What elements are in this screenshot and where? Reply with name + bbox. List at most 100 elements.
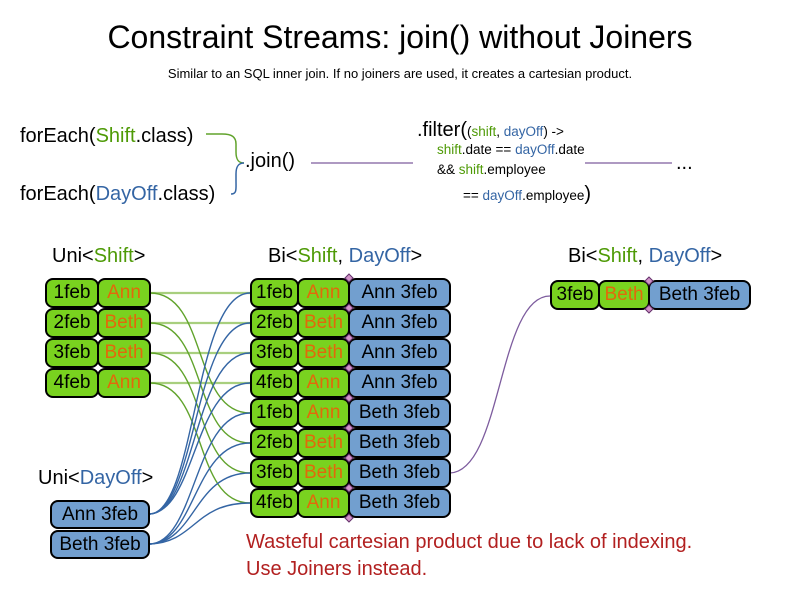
- shift3-to-pair7-curve: [149, 352, 251, 474]
- dayoff-box: Ann 3feb: [50, 500, 150, 529]
- pair-shift-employee: Ann: [297, 368, 350, 398]
- code-filter-line3: && shift.employee: [437, 162, 546, 178]
- dayoff-type-token: DayOff: [648, 245, 711, 267]
- label-text: ,: [637, 245, 649, 267]
- code-text: .date: [554, 142, 585, 157]
- dayoff-class-token: DayOff: [95, 183, 158, 205]
- shift-employee: Beth: [97, 338, 151, 368]
- code-filter-line1: .filter((shift, dayOff) ->: [417, 118, 564, 142]
- result-shift-employee: Beth: [598, 280, 650, 310]
- code-text: .class): [157, 183, 216, 205]
- label-bi-middle: Bi<Shift, DayOff>: [268, 244, 422, 268]
- code-text: .date ==: [461, 142, 516, 157]
- dayoff-arg-token: dayOff: [503, 124, 544, 139]
- pair-dayoff: Ann 3feb: [348, 368, 451, 398]
- shift2-to-pair6-curve: [149, 322, 251, 444]
- pair-dayoff: Beth 3feb: [348, 398, 451, 428]
- seam-diamond: [344, 303, 354, 313]
- stream-ellipsis: ...: [676, 152, 693, 174]
- seam-diamond: [644, 304, 654, 314]
- warning-note-line1: Wasteful cartesian product due to lack o…: [246, 531, 693, 553]
- pair-dayoff: Ann 3feb: [348, 308, 451, 338]
- dayoff-arg-token: dayOff: [482, 188, 523, 203]
- warning-note-line2: Use Joiners instead.: [246, 558, 428, 580]
- code-text: ==: [463, 188, 483, 203]
- seam-diamond: [344, 273, 354, 283]
- pair-dayoff: Ann 3feb: [348, 338, 451, 368]
- seam-diamond: [344, 333, 354, 343]
- shift-employee: Beth: [97, 308, 151, 338]
- shift-arg-token: shift: [458, 162, 484, 177]
- shift-type-token: Shift: [297, 245, 338, 267]
- code-foreach-dayoff: forEach(DayOff.class): [20, 182, 215, 206]
- pair-shift-employee: Ann: [297, 488, 350, 518]
- seam-diamond: [344, 393, 354, 403]
- shift-employee: Ann: [97, 278, 151, 308]
- page-subtitle: Similar to an SQL inner join. If no join…: [167, 66, 633, 81]
- pair-shift-date: 3feb: [250, 458, 299, 488]
- dayoff2-to-pair8-curve: [149, 502, 251, 545]
- seam-diamond: [344, 483, 354, 493]
- code-text: forEach(: [20, 125, 96, 147]
- dayoff1-to-pair1-curve: [149, 292, 251, 515]
- seam-diamond: [344, 363, 354, 373]
- shift-date: 4feb: [45, 368, 99, 398]
- shift-to-join-connector: [206, 133, 245, 164]
- label-text: Uni<: [38, 467, 80, 489]
- code-text: .employee: [522, 188, 585, 203]
- code-text: .class): [135, 125, 194, 147]
- label-bi-right: Bi<Shift, DayOff>: [568, 244, 722, 268]
- dayoff-box: Beth 3feb: [50, 530, 150, 559]
- pair-shift-employee: Beth: [297, 458, 350, 488]
- pair-shift-employee: Ann: [297, 398, 350, 428]
- shift-class-token: Shift: [95, 125, 136, 147]
- pair-shift-employee: Ann: [297, 278, 350, 308]
- dayoff1-to-pair4-curve: [149, 382, 251, 515]
- dayoff-type-token: DayOff: [79, 467, 142, 489]
- code-filter-line4: == dayOff.employee): [463, 182, 591, 206]
- pair-shift-date: 1feb: [250, 278, 299, 308]
- label-text: Uni<: [52, 245, 94, 267]
- filter-close-paren: ): [584, 183, 592, 205]
- code-join: .join(): [245, 150, 296, 172]
- dayoff1-to-pair2-curve: [149, 322, 251, 515]
- pair-shift-employee: Beth: [297, 308, 350, 338]
- dayoff-arg-token: dayOff: [515, 142, 555, 157]
- seam-diamond: [344, 513, 354, 523]
- pair-shift-date: 2feb: [250, 308, 299, 338]
- label-text: ,: [337, 245, 349, 267]
- seam-diamond: [344, 423, 354, 433]
- code-filter-line2: shift.date == dayOff.date: [437, 142, 585, 158]
- code-foreach-shift: forEach(Shift.class): [20, 124, 193, 148]
- pair-shift-date: 3feb: [250, 338, 299, 368]
- seam-diamond: [344, 453, 354, 463]
- shift-date: 1feb: [45, 278, 99, 308]
- code-text: (: [467, 124, 472, 139]
- code-text: .employee: [483, 162, 546, 177]
- shift4-to-pair8-curve: [149, 382, 251, 504]
- page-title: Constraint Streams: join() without Joine…: [107, 19, 693, 55]
- pair-dayoff: Beth 3feb: [348, 428, 451, 458]
- seam-diamond: [644, 276, 654, 286]
- pair7-to-result-curve: [449, 295, 551, 474]
- shift1-to-pair5-curve: [149, 292, 251, 414]
- warning-note: Wasteful cartesian product due to lack o…: [246, 529, 692, 583]
- code-text: ) ->: [543, 124, 564, 139]
- label-uni-dayoff: Uni<DayOff>: [38, 466, 153, 490]
- dayoff2-to-pair6-curve: [149, 442, 251, 545]
- pair-dayoff: Beth 3feb: [348, 458, 451, 488]
- filter-head: .filter(: [417, 119, 467, 141]
- shift-type-token: Shift: [93, 245, 134, 267]
